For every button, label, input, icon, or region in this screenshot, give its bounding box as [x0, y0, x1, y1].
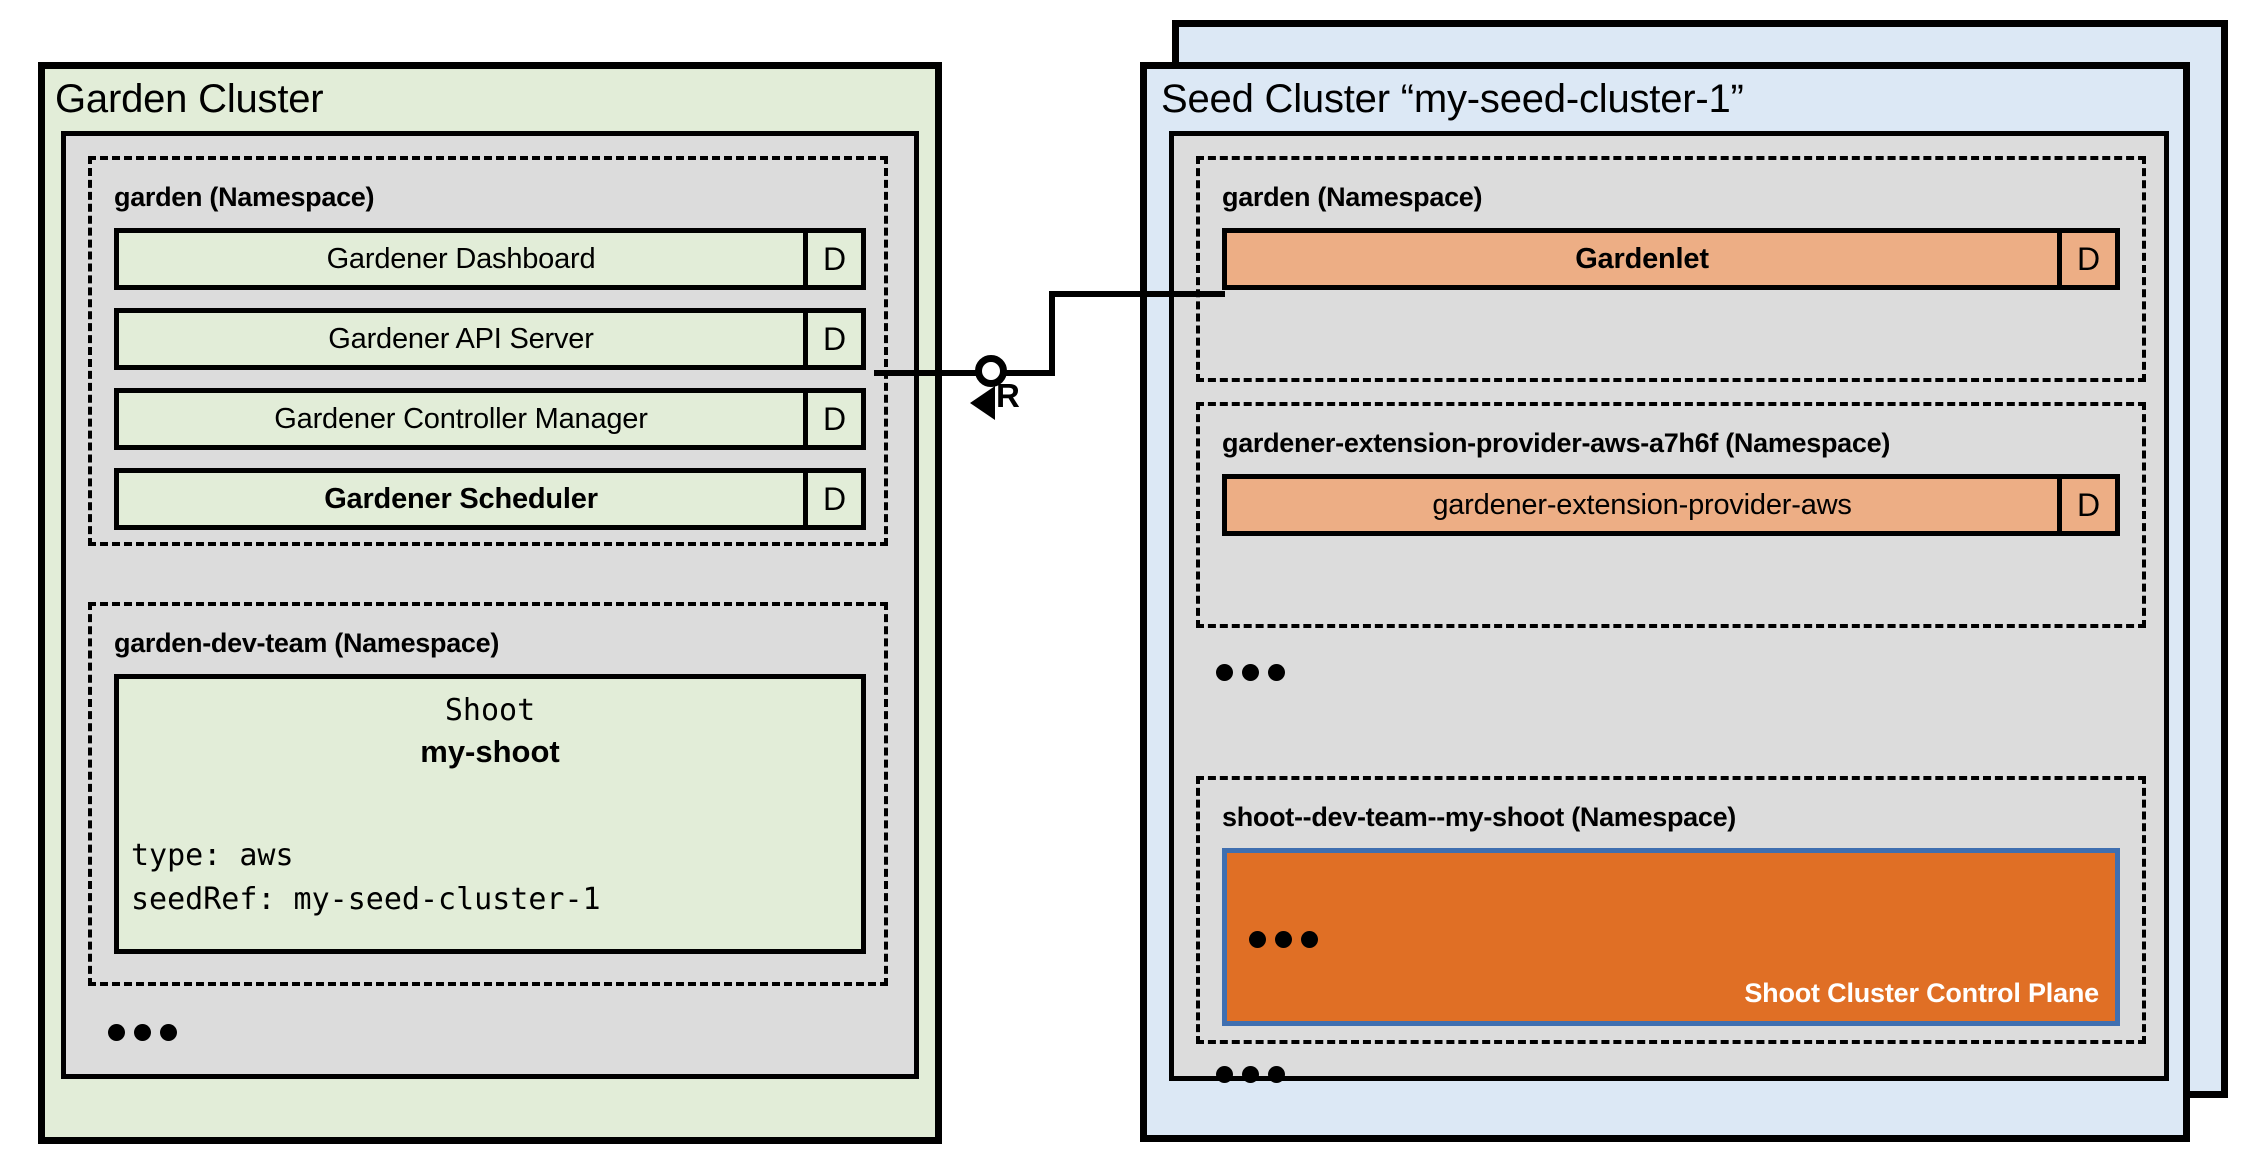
deployment-badge: D	[2057, 233, 2115, 285]
connector-line-segment-mid	[1003, 370, 1055, 376]
garden-namespace-garden-dev-team: garden-dev-team (Namespace) Shoot my-sho…	[88, 602, 888, 986]
garden-cluster-more-indicator	[108, 1024, 177, 1041]
connector-line-segment-left	[874, 370, 984, 376]
component-label: Gardener API Server	[119, 313, 803, 365]
seed-cluster-more-indicator-middle	[1216, 664, 1285, 681]
shoot-cluster-control-plane-box[interactable]: Shoot Cluster Control Plane	[1222, 848, 2120, 1026]
component-gardenlet[interactable]: Gardenlet D	[1222, 228, 2120, 290]
component-gardener-api-server[interactable]: Gardener API Server D	[114, 308, 866, 370]
seed-namespace-extension-provider-aws: gardener-extension-provider-aws-a7h6f (N…	[1196, 402, 2146, 628]
seed-cluster-title: Seed Cluster “my-seed-cluster-1”	[1161, 77, 1744, 121]
component-gardener-extension-provider-aws[interactable]: gardener-extension-provider-aws D	[1222, 474, 2120, 536]
control-plane-more-indicator	[1249, 931, 1318, 948]
connector-line-segment-top	[1049, 291, 1225, 297]
component-label: Gardenlet	[1227, 233, 2057, 285]
deployment-badge: D	[803, 473, 861, 525]
shoot-kind-label: Shoot	[444, 693, 536, 728]
namespace-label: garden (Namespace)	[1222, 182, 1483, 212]
shoot-name-label: my-shoot	[420, 734, 560, 769]
component-label: Gardener Scheduler	[119, 473, 803, 525]
namespace-label: shoot--dev-team--my-shoot (Namespace)	[1222, 802, 1736, 832]
shoot-spec-type: type: aws	[131, 838, 294, 873]
garden-cluster-box: Garden Cluster garden (Namespace) Garden…	[38, 62, 942, 1144]
component-label: Gardener Dashboard	[119, 233, 803, 285]
seed-cluster-more-indicator-bottom	[1216, 1066, 1285, 1083]
component-gardener-scheduler[interactable]: Gardener Scheduler D	[114, 468, 866, 530]
namespace-label: garden-dev-team (Namespace)	[114, 628, 500, 658]
connector-label: R	[996, 377, 1020, 414]
component-gardener-dashboard[interactable]: Gardener Dashboard D	[114, 228, 866, 290]
deployment-badge: D	[803, 233, 861, 285]
namespace-label: garden (Namespace)	[114, 182, 375, 212]
deployment-badge: D	[803, 393, 861, 445]
component-gardener-controller-manager[interactable]: Gardener Controller Manager D	[114, 388, 866, 450]
component-label: gardener-extension-provider-aws	[1227, 479, 2057, 531]
component-label: Gardener Controller Manager	[119, 393, 803, 445]
deployment-badge: D	[803, 313, 861, 365]
garden-namespace-garden: garden (Namespace) Gardener Dashboard D …	[88, 156, 888, 546]
connector-arrowhead-icon	[970, 386, 995, 420]
shoot-spec-seedref: seedRef: my-seed-cluster-1	[131, 881, 601, 917]
control-plane-label: Shoot Cluster Control Plane	[1744, 978, 2099, 1008]
garden-cluster-body: garden (Namespace) Gardener Dashboard D …	[61, 131, 919, 1079]
seed-namespace-garden: garden (Namespace) Gardenlet D	[1196, 156, 2146, 382]
required-interface-socket-icon	[975, 355, 1007, 387]
namespace-label: gardener-extension-provider-aws-a7h6f (N…	[1222, 428, 1891, 458]
shoot-resource-card[interactable]: Shoot my-shoot type: aws seedRef: my-see…	[114, 674, 866, 954]
garden-cluster-title: Garden Cluster	[55, 77, 324, 121]
seed-cluster-box: Seed Cluster “my-seed-cluster-1” garden …	[1140, 62, 2190, 1142]
deployment-badge: D	[2057, 479, 2115, 531]
seed-namespace-shoot-dev-team-my-shoot: shoot--dev-team--my-shoot (Namespace) Sh…	[1196, 776, 2146, 1044]
seed-cluster-body: garden (Namespace) Gardenlet D gardener-…	[1169, 131, 2169, 1083]
connector-line-riser	[1049, 291, 1055, 376]
